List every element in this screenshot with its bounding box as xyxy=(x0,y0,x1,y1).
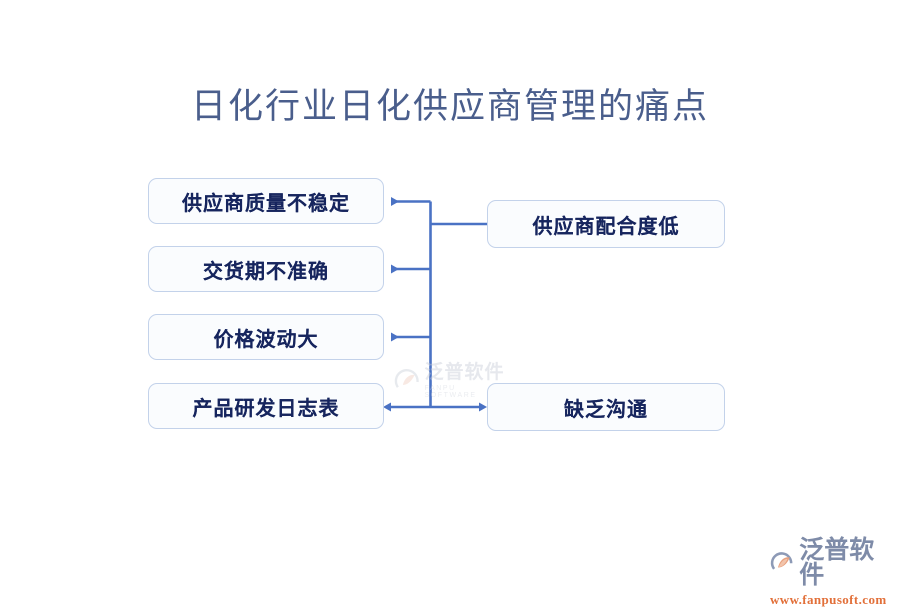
node-supplier-quality-unstable[interactable]: 供应商质量不稳定 xyxy=(148,178,384,224)
node-delivery-date-inaccurate[interactable]: 交货期不准确 xyxy=(148,246,384,292)
node-label: 交货期不准确 xyxy=(203,260,329,283)
node-supplier-low-cooperation[interactable]: 供应商配合度低 xyxy=(487,200,725,248)
node-label: 产品研发日志表 xyxy=(192,397,340,420)
node-label: 供应商配合度低 xyxy=(532,215,680,238)
node-lack-of-communication[interactable]: 缺乏沟通 xyxy=(487,383,725,431)
node-price-fluctuation[interactable]: 价格波动大 xyxy=(148,314,384,360)
center-watermark: 泛普软件 FANPU SOFTWARE xyxy=(392,360,510,402)
watermark-name-cn: 泛普软件 xyxy=(424,362,505,383)
brand-logo-url: www.fanpusoft.com xyxy=(770,592,887,607)
node-label: 缺乏沟通 xyxy=(564,398,648,421)
fanpu-swoosh-icon xyxy=(394,369,419,393)
brand-logo-name: 泛普软件 xyxy=(799,536,875,589)
brand-logo: 泛普软件 www.fanpusoft.com xyxy=(768,536,890,608)
watermark-name-en: FANPU SOFTWARE xyxy=(424,385,477,399)
node-product-rd-log-sheet[interactable]: 产品研发日志表 xyxy=(148,383,384,429)
fanpu-logo-icon xyxy=(770,552,793,574)
node-label: 价格波动大 xyxy=(213,328,319,351)
node-label: 供应商质量不稳定 xyxy=(182,192,350,215)
page-title: 日化行业日化供应商管理的痛点 xyxy=(190,87,709,126)
